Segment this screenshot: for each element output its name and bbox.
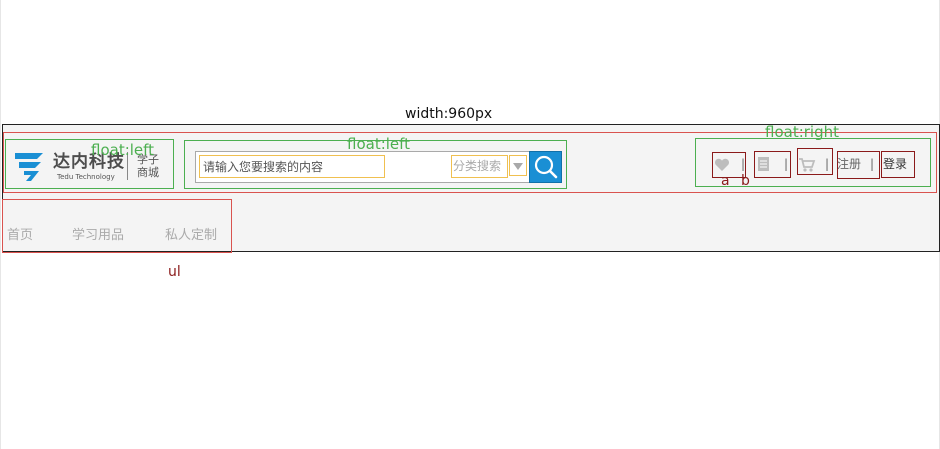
marker-b-annotation: b	[741, 173, 750, 189]
logo-divider	[127, 152, 128, 180]
nav-item-study-supplies[interactable]: 学习用品	[72, 228, 125, 243]
chevron-down-icon[interactable]	[509, 155, 527, 176]
logo-mark-icon	[15, 153, 43, 181]
document-icon	[758, 157, 769, 171]
logo-subtitle: Tedu Technology	[57, 173, 115, 181]
float-left-annotation: float:left	[347, 135, 411, 153]
nav-item-custom[interactable]: 私人定制	[165, 228, 218, 243]
separator: |	[825, 157, 830, 171]
heart-icon	[714, 158, 730, 171]
login-link-box[interactable]	[881, 151, 915, 178]
nav-menu	[2, 199, 232, 253]
logo-tag-line-2: 商城	[137, 166, 159, 179]
cart-icon	[799, 158, 816, 172]
logo-name: 达内科技	[53, 152, 125, 172]
cart-link[interactable]	[797, 148, 833, 175]
nav-item-home[interactable]: 首页	[7, 228, 34, 243]
ul-annotation: ul	[168, 264, 181, 280]
orders-link[interactable]	[754, 151, 791, 178]
marker-a-annotation: a	[721, 173, 730, 189]
float-right-annotation: float:right	[765, 123, 839, 141]
width-annotation: width:960px	[405, 106, 493, 122]
logo-tag-line-1: 学子	[137, 153, 159, 166]
category-search-select[interactable]: 分类搜索	[451, 155, 508, 178]
float-left-annotation: float:left	[91, 141, 155, 159]
register-link[interactable]: 注册	[837, 157, 862, 171]
favorites-link[interactable]	[712, 152, 746, 178]
search-input[interactable]	[199, 155, 385, 178]
user-links-outline	[695, 138, 931, 187]
separator: |	[870, 157, 875, 171]
logo-block[interactable]	[5, 139, 174, 189]
page-edge-line	[0, 0, 1, 449]
search-icon	[534, 155, 558, 179]
search-button[interactable]	[529, 151, 562, 183]
search-block-outline	[184, 140, 567, 189]
register-link-box[interactable]	[837, 151, 880, 179]
separator: |	[784, 157, 789, 171]
separator: |	[741, 157, 746, 171]
login-link[interactable]: 登录	[883, 157, 908, 171]
header-row-outline	[3, 132, 937, 193]
